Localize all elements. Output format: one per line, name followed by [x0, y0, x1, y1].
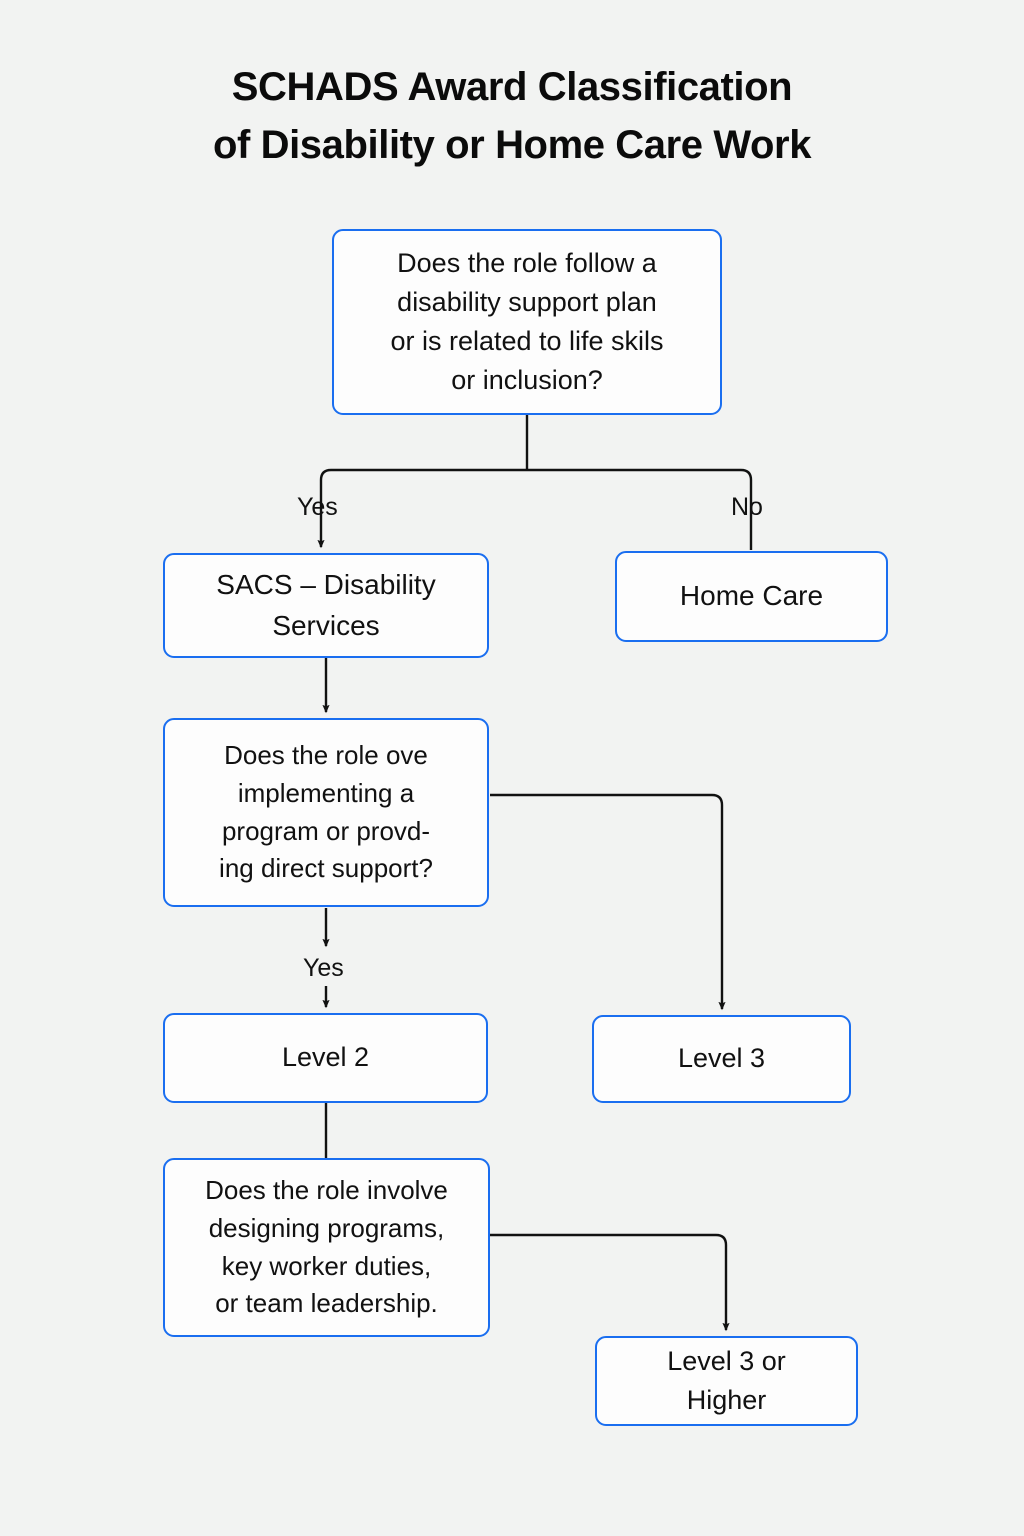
page-title-line-2: of Disability or Home Care Work	[212, 123, 812, 168]
page-title: SCHADS Award Classification of Disabilit…	[0, 58, 1024, 175]
edge-label-no-home-care: No	[731, 493, 763, 521]
node-text-line: disability support plan	[397, 286, 657, 317]
node-text-line: Level 3	[677, 1043, 766, 1074]
node-text-line: or team leadership.	[215, 1288, 438, 1319]
node-text-line: ing direct support?	[219, 853, 433, 884]
node-text-line: Does the role follow a	[397, 247, 657, 278]
decision-node-disability-support-plan[interactable]: Does the role follow a disability suppor…	[332, 229, 722, 415]
edge-q1-to-homecare	[527, 468, 753, 550]
node-text-line: Services	[272, 609, 380, 641]
node-text-line: program or provd-	[221, 815, 431, 846]
node-text-line: Does the role ove	[224, 740, 428, 771]
outcome-node-level-3[interactable]: Level 3	[592, 1015, 851, 1103]
node-text-line: Level 2	[281, 1042, 370, 1073]
edge-q2-to-level3	[490, 793, 726, 1011]
decision-node-program-or-direct-support[interactable]: Does the role ove implementing a program…	[163, 718, 489, 907]
outcome-node-home-care[interactable]: Home Care	[615, 551, 888, 642]
edge-q3-to-level3h	[490, 1233, 730, 1332]
node-text-line: or inclusion?	[451, 365, 603, 396]
outcome-node-level-2[interactable]: Level 2	[163, 1013, 488, 1103]
decision-node-designing-programs-key-worker-leadership[interactable]: Does the role involve designing programs…	[163, 1158, 490, 1337]
node-text-line: or is related to life skils	[390, 326, 664, 356]
outcome-node-sacs-disability-services[interactable]: SACS – Disability Services	[163, 553, 489, 658]
edge-q1-to-sacs	[317, 468, 527, 549]
node-text-line: Higher	[686, 1385, 767, 1415]
outcome-node-level-3-or-higher[interactable]: Level 3 or Higher	[595, 1336, 858, 1426]
node-text-line: SACS – Disability	[216, 568, 436, 600]
node-text-line: implementing a	[237, 777, 415, 808]
edge-label-yes-disability: Yes	[297, 493, 338, 521]
edge-label-yes-direct-support: Yes	[303, 954, 344, 982]
node-text-line: Level 3 or	[667, 1345, 786, 1376]
node-text-line: Home Care	[679, 580, 824, 612]
node-text-line: key worker duties,	[221, 1250, 432, 1281]
node-text-line: Does the role involve	[205, 1175, 448, 1206]
node-text-line: designing programs,	[208, 1212, 445, 1243]
page-title-line-1: SCHADS Award Classification	[231, 65, 793, 109]
